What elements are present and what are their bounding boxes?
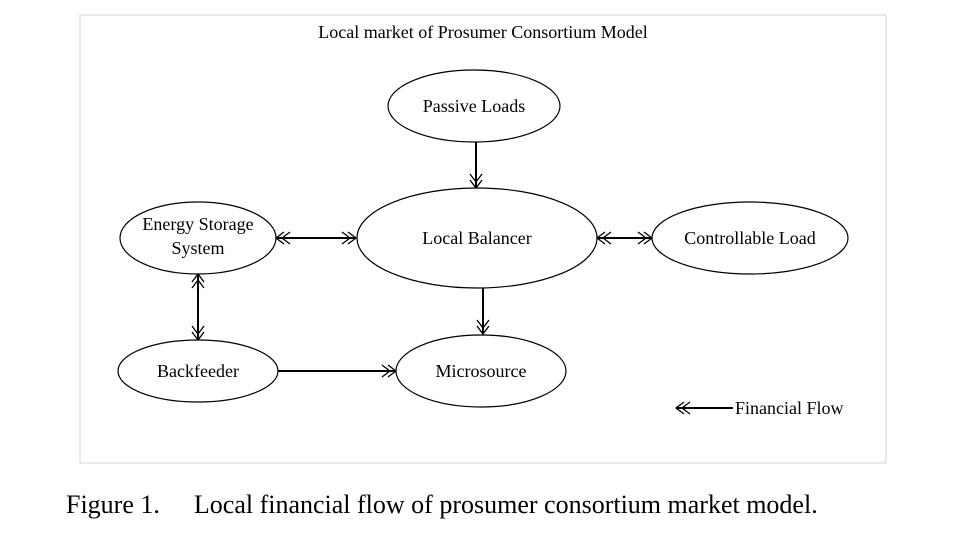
node-label: Local Balancer (422, 228, 531, 248)
legend-financial-flow: Financial Flow (674, 398, 844, 418)
node-backfeeder: Backfeeder (117, 339, 279, 403)
edge-local-balancer-to-microsource (476, 287, 490, 336)
diagram-title: Local market of Prosumer Consortium Mode… (318, 22, 647, 42)
node-label-line-2: System (171, 238, 224, 258)
figure-caption: Figure 1. Local financial flow of prosume… (66, 490, 818, 520)
node-controllable-load: Controllable Load (651, 201, 849, 275)
node-label: Microsource (436, 361, 527, 381)
legend-label: Financial Flow (735, 398, 844, 418)
node-energy-storage-system: Energy Storage System (119, 201, 277, 275)
node-label: Backfeeder (157, 361, 239, 381)
edge-backfeeder-to-microsource (278, 364, 398, 378)
node-passive-loads: Passive Loads (387, 69, 561, 143)
edge-passive-loads-to-local-balancer (469, 142, 483, 190)
node-microsource: Microsource (395, 334, 567, 408)
node-label: Controllable Load (684, 228, 815, 248)
figure-number: Figure 1. (66, 490, 160, 519)
diagram-frame (79, 14, 887, 464)
edge-energy-storage-local-balancer (274, 231, 358, 245)
figure-caption-text: Local financial flow of prosumer consort… (193, 490, 818, 519)
edge-local-balancer-controllable-load (595, 231, 654, 245)
edge-energy-storage-backfeeder (191, 272, 205, 342)
node-label-line-1: Energy Storage (142, 214, 253, 234)
node-label: Passive Loads (423, 96, 526, 116)
node-local-balancer: Local Balancer (356, 187, 598, 289)
